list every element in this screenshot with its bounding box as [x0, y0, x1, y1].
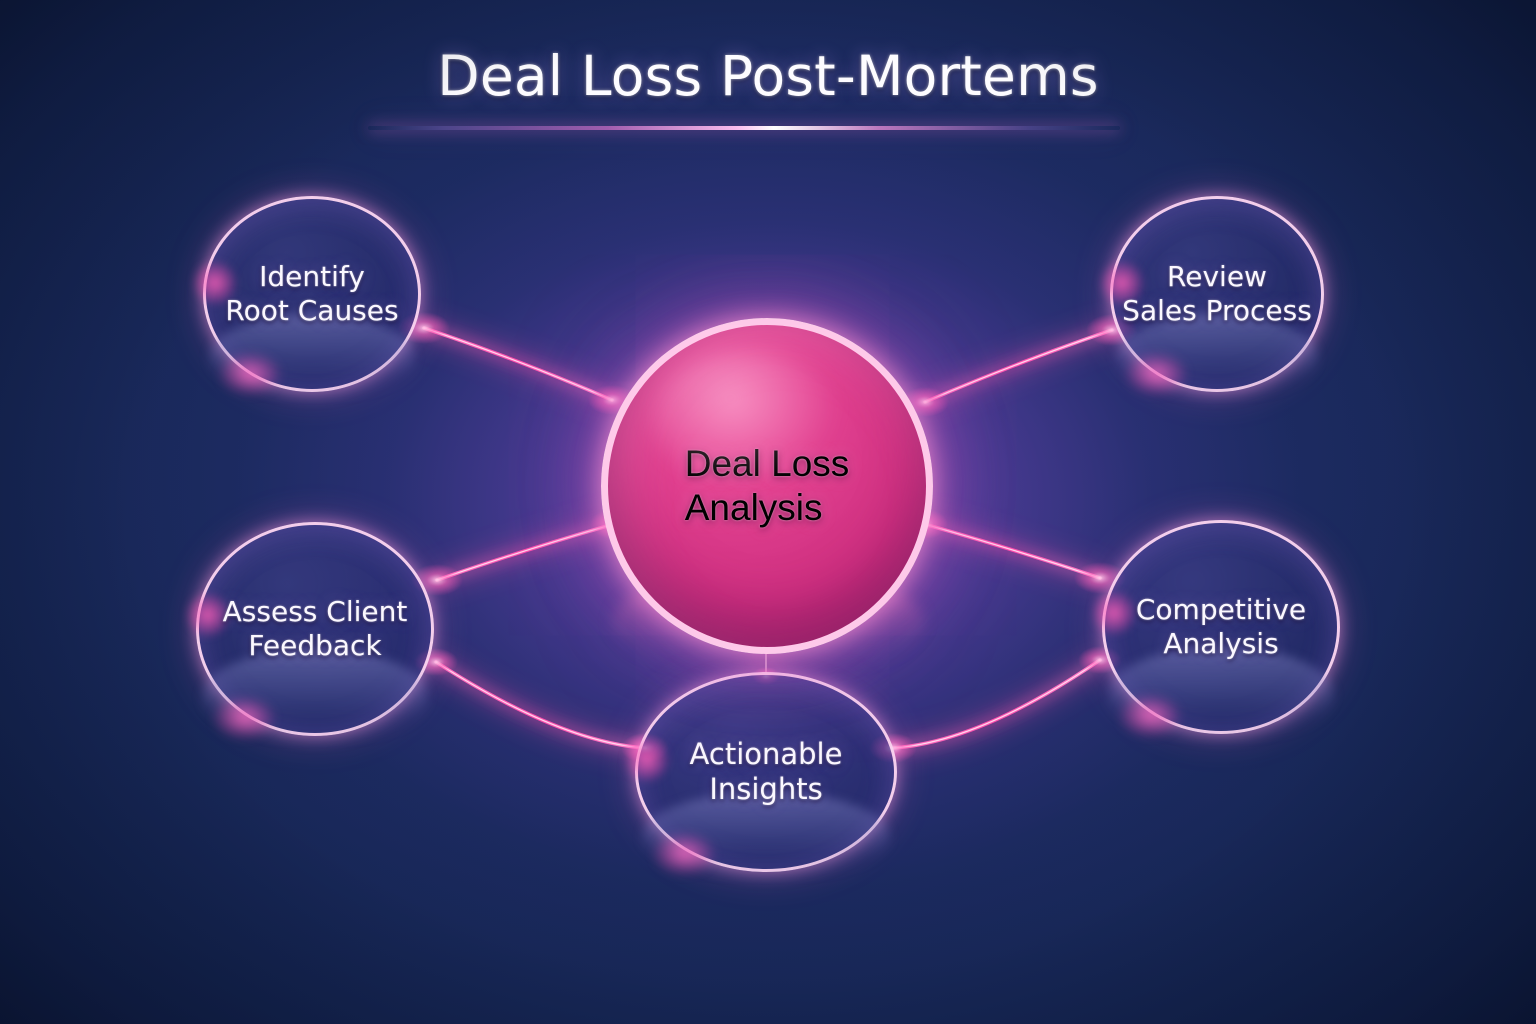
- link-assess-to-actionable: [434, 660, 647, 750]
- title-underline-rule: [368, 126, 1120, 130]
- node-assess-client-feedback[interactable]: Assess Client Feedback: [185, 522, 434, 745]
- center-node-label-line2: Analysis: [684, 487, 823, 528]
- center-node-deal-loss-analysis[interactable]: Deal Loss Analysis: [601, 318, 933, 654]
- link-competitive-to-center: [922, 522, 1102, 580]
- node-base: [1108, 647, 1334, 743]
- node-label-line2: Sales Process: [1122, 294, 1312, 327]
- node-review-sales-process[interactable]: Review Sales Process: [1099, 196, 1324, 401]
- node-actionable-insights[interactable]: Actionable Insights: [624, 672, 897, 881]
- node-label: Review Sales Process: [1114, 260, 1320, 328]
- node-base: [202, 649, 428, 745]
- node-competitive-analysis[interactable]: Competitive Analysis: [1091, 520, 1340, 743]
- title-block: Deal Loss Post-Mortems: [0, 44, 1536, 130]
- node-label-line2: Feedback: [248, 629, 382, 662]
- node-label: Competitive Analysis: [1128, 593, 1314, 661]
- node-label-line1: Identify: [259, 259, 365, 293]
- node-label-line2: Root Causes: [225, 294, 399, 327]
- node-label-line1: Competitive: [1135, 592, 1307, 626]
- node-label-line2: Insights: [709, 772, 823, 806]
- center-node-label-line1: Deal Loss: [684, 442, 850, 484]
- center-node-label: Deal Loss Analysis: [685, 442, 850, 531]
- node-label-line1: Assess Client: [222, 594, 408, 628]
- link-review-to-center: [923, 328, 1114, 404]
- node-label: Identify Root Causes: [217, 260, 406, 328]
- node-label-line1: Review: [1167, 259, 1267, 293]
- node-label: Assess Client Feedback: [215, 595, 416, 663]
- link-assess-to-center: [435, 522, 616, 582]
- node-label-line1: Actionable: [689, 736, 843, 771]
- page-title: Deal Loss Post-Mortems: [437, 44, 1099, 108]
- link-competitive-to-actionable: [891, 658, 1102, 750]
- ring-glint-left-icon: [624, 737, 670, 784]
- node-identify-root-causes[interactable]: Identify Root Causes: [192, 196, 421, 401]
- link-identify-to-center: [422, 326, 614, 402]
- node-label-line2: Analysis: [1163, 627, 1279, 660]
- node-label: Actionable Insights: [682, 737, 851, 808]
